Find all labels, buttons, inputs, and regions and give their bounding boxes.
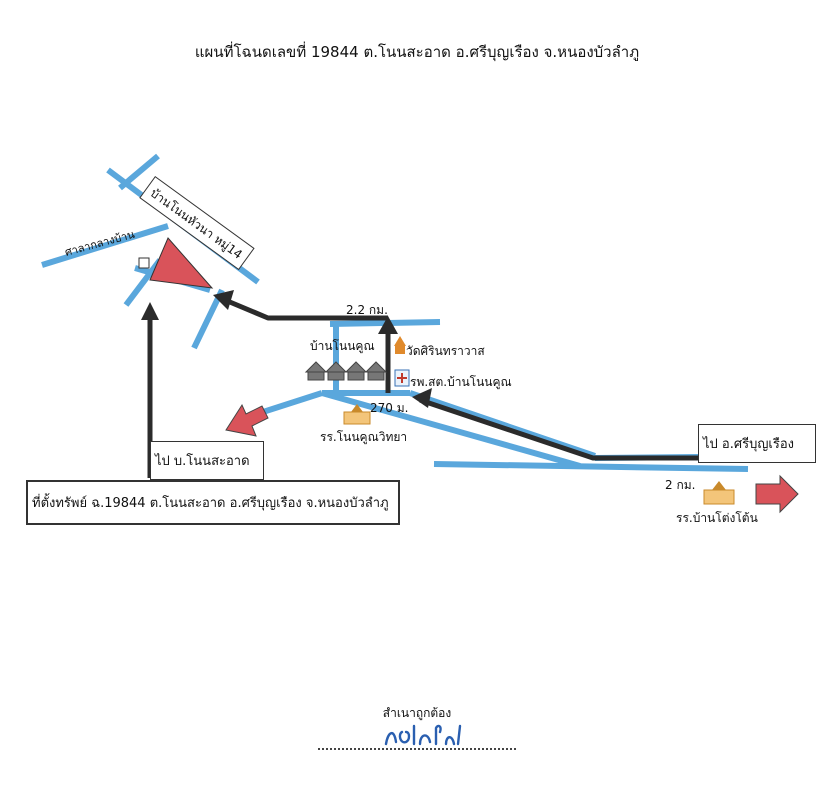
road-west-branch [41,223,169,268]
village-north-label-box: บ้านโนนหัวนา หมู่14 [139,175,255,271]
certified-copy-text: สำเนาถูกต้อง [382,706,452,720]
village-north-label: บ้านโนนหัวนา หมู่14 [147,186,245,263]
hall-label: ศาลากลางบ้าน [63,228,136,259]
parcel-triangle [149,237,214,289]
school-icon-1 [343,404,371,425]
route-line-main [419,397,698,461]
village-center-label: บ้านโนนคูณ [310,339,375,354]
distance-2-km: 2 กม. [665,478,695,492]
distance-2-2-km: 2.2 กม. [346,303,388,317]
village-houses-icon [304,361,388,381]
signature-line [318,748,516,750]
road-east-lower [433,461,749,472]
page-title: แผนที่โฉนดเลขที่ 19844 ต.โนนสะอาด อ.ศรีบ… [194,43,640,61]
arrow-head-4 [141,302,159,320]
arrow-to-east-icon [755,474,799,514]
hospital-label: รพ.สต.บ้านโนนคูณ [410,375,512,390]
school-1-label: รร.โนนคูณวิทยา [320,430,407,445]
to-sriboon-box: ไป อ.ศรีบุญเรือง [698,424,816,463]
property-location-box: ที่ตั้งทรัพย์ ฉ.19844 ต.โนนสะอาด อ.ศรีบุ… [26,480,400,525]
arrow-head-3 [213,290,234,310]
hall-marker [138,257,150,269]
hospital-icon [394,369,410,387]
signature [384,724,462,746]
road-southwest-1 [123,258,163,307]
road-main-diagonal-2 [409,390,596,459]
arrow-to-nonsaard-icon [225,403,269,437]
road-main-diagonal-1 [321,390,581,469]
route-line-north [224,297,388,321]
temple-icon [394,336,406,354]
temple-label: วัดศิรินทราวาส [406,344,485,358]
arrow-head-1 [412,388,432,408]
school-icon-2 [703,481,735,505]
road-southwest-2 [191,288,225,350]
distance-270-m: 270 ม. [370,401,408,415]
to-nonsaard-box: ไป บ.โนนสะอาด [150,441,264,480]
arrow-head-2 [378,316,398,334]
school-2-label: รร.บ้านโต่งโต้น [676,511,758,525]
